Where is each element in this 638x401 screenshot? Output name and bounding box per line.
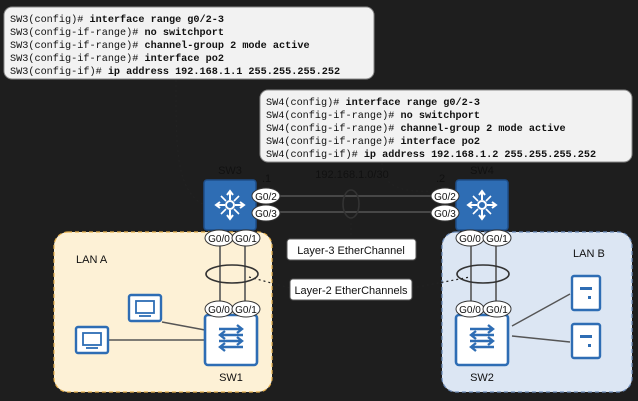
l3-etherchannel-ring xyxy=(342,189,360,219)
svg-text:SW4(config-if-range)# channel-: SW4(config-if-range)# channel-group 2 mo… xyxy=(266,123,566,135)
port-sw2-g01: G0/1 xyxy=(482,300,512,318)
cli-prompt: SW4(config-if)# xyxy=(266,149,358,161)
port-sw4-g03: G0/3 xyxy=(430,204,460,222)
cli-prompt: SW3(config-if-range)# xyxy=(10,53,138,65)
svg-text:SW4(config)# interface range g: SW4(config)# interface range g0/2-3 xyxy=(266,97,480,109)
port-sw3-g03: G0/3 xyxy=(251,204,281,222)
l2-etherchannel-ring-left xyxy=(205,264,259,284)
port-sw4-g00: G0/0 xyxy=(455,229,485,247)
cli-command: interface range g0/2-3 xyxy=(83,14,224,26)
port-sw1-g00: G0/0 xyxy=(204,300,234,318)
cli-prompt: SW4(config-if-range)# xyxy=(266,110,394,122)
port-sw4-g01: G0/1 xyxy=(482,229,512,247)
pc-icon[interactable] xyxy=(74,325,110,355)
svg-text:G0/1: G0/1 xyxy=(486,305,508,316)
cli-sw3-lines: SW3(config)# interface range g0/2-3 SW3(… xyxy=(10,14,340,78)
cli-prompt: SW3(config-if-range)# xyxy=(10,40,138,52)
l2-etherchannels-callout: Layer-2 EtherChannels xyxy=(289,278,413,301)
cli-prompt: SW3(config-if)# xyxy=(10,66,102,78)
cli-command: no switchport xyxy=(394,110,480,122)
svg-text:SW4(config-if-range)# interfac: SW4(config-if-range)# interface po2 xyxy=(266,136,480,148)
port-sw1-g01: G0/1 xyxy=(231,300,261,318)
svg-text:SW3(config)# interface range g: SW3(config)# interface range g0/2-3 xyxy=(10,14,224,26)
sw3-device[interactable] xyxy=(203,179,257,231)
cli-prompt: SW4(config)# xyxy=(266,97,339,109)
svg-text:G0/2: G0/2 xyxy=(434,192,456,203)
l2-etherchannel-ring-right xyxy=(456,264,510,284)
port-sw3-g01: G0/1 xyxy=(231,229,261,247)
sw1-label: SW1 xyxy=(219,372,243,384)
svg-text:G0/1: G0/1 xyxy=(235,234,257,245)
port-sw3-g00: G0/0 xyxy=(204,229,234,247)
port-sw4-g02: G0/2 xyxy=(430,187,460,205)
cli-command: no switchport xyxy=(138,27,224,39)
lan-b-label: LAN B xyxy=(573,248,605,260)
svg-text:Layer-3 EtherChannel: Layer-3 EtherChannel xyxy=(297,245,405,257)
sw2-device[interactable] xyxy=(454,313,510,367)
svg-text:SW3(config-if-range)# no switc: SW3(config-if-range)# no switchport xyxy=(10,27,224,39)
svg-text:G0/0: G0/0 xyxy=(208,305,230,316)
svg-text:SW4(config-if-range)# no switc: SW4(config-if-range)# no switchport xyxy=(266,110,480,122)
cli-sw3-leader xyxy=(175,79,205,206)
cli-prompt: SW3(config-if-range)# xyxy=(10,27,138,39)
svg-text:G0/3: G0/3 xyxy=(434,209,456,220)
l3-etherchannel-callout: Layer-3 EtherChannel xyxy=(286,238,417,261)
l2-callout-leader-left xyxy=(248,276,291,289)
sw4-device[interactable] xyxy=(455,179,509,231)
cli-sw4-leader xyxy=(381,162,461,192)
svg-text:G0/2: G0/2 xyxy=(255,192,277,203)
svg-text:SW3(config-if-range)# interfac: SW3(config-if-range)# interface po2 xyxy=(10,53,224,65)
svg-text:G0/0: G0/0 xyxy=(459,234,481,245)
svg-text:G0/0: G0/0 xyxy=(459,305,481,316)
cli-command: interface po2 xyxy=(138,53,224,65)
sw1-device[interactable] xyxy=(203,313,259,367)
cli-box-sw4 xyxy=(259,89,633,163)
link-srv2-sw2 xyxy=(511,335,571,343)
cli-box-sw3 xyxy=(3,6,375,80)
cli-prompt: SW4(config-if-range)# xyxy=(266,123,394,135)
cli-command: interface po2 xyxy=(394,136,480,148)
cli-command: channel-group 2 mode active xyxy=(394,123,565,135)
svg-text:SW4(config-if)# ip address 192: SW4(config-if)# ip address 192.168.1.2 2… xyxy=(266,149,596,161)
cli-command: interface range g0/2-3 xyxy=(339,97,480,109)
server-icon[interactable] xyxy=(570,322,602,360)
server-icon[interactable] xyxy=(570,274,602,312)
port-sw2-g00: G0/0 xyxy=(455,300,485,318)
cli-command: ip address 192.168.1.2 255.255.255.252 xyxy=(358,149,596,161)
link-pc1-sw1 xyxy=(161,321,206,331)
sw3-label: SW3 xyxy=(218,165,242,177)
cli-prompt: SW3(config)# xyxy=(10,14,83,26)
subnet-label: 192.168.1.0/30 xyxy=(315,169,388,181)
cli-command: ip address 192.168.1.1 255.255.255.252 xyxy=(102,66,340,78)
link-srv1-sw2 xyxy=(511,293,571,327)
sw4-host-address: .2 xyxy=(436,173,445,185)
svg-text:G0/1: G0/1 xyxy=(486,234,508,245)
port-sw3-g02: G0/2 xyxy=(251,187,281,205)
sw4-label: SW4 xyxy=(470,165,494,177)
sw2-label: SW2 xyxy=(470,372,494,384)
pc-icon[interactable] xyxy=(127,293,163,323)
svg-text:SW3(config-if-range)# channel-: SW3(config-if-range)# channel-group 2 mo… xyxy=(10,40,310,52)
sw3-host-address: .1 xyxy=(262,173,271,185)
svg-text:Layer-2 EtherChannels: Layer-2 EtherChannels xyxy=(294,285,408,297)
cli-prompt: SW4(config-if-range)# xyxy=(266,136,394,148)
lan-a-label: LAN A xyxy=(76,254,108,266)
svg-text:G0/0: G0/0 xyxy=(208,234,230,245)
cli-command: channel-group 2 mode active xyxy=(138,40,309,52)
cli-sw4-lines: SW4(config)# interface range g0/2-3 SW4(… xyxy=(266,97,596,161)
svg-text:G0/3: G0/3 xyxy=(255,209,277,220)
svg-text:SW3(config-if)# ip address 192: SW3(config-if)# ip address 192.168.1.1 2… xyxy=(10,66,340,78)
svg-text:G0/1: G0/1 xyxy=(235,305,257,316)
